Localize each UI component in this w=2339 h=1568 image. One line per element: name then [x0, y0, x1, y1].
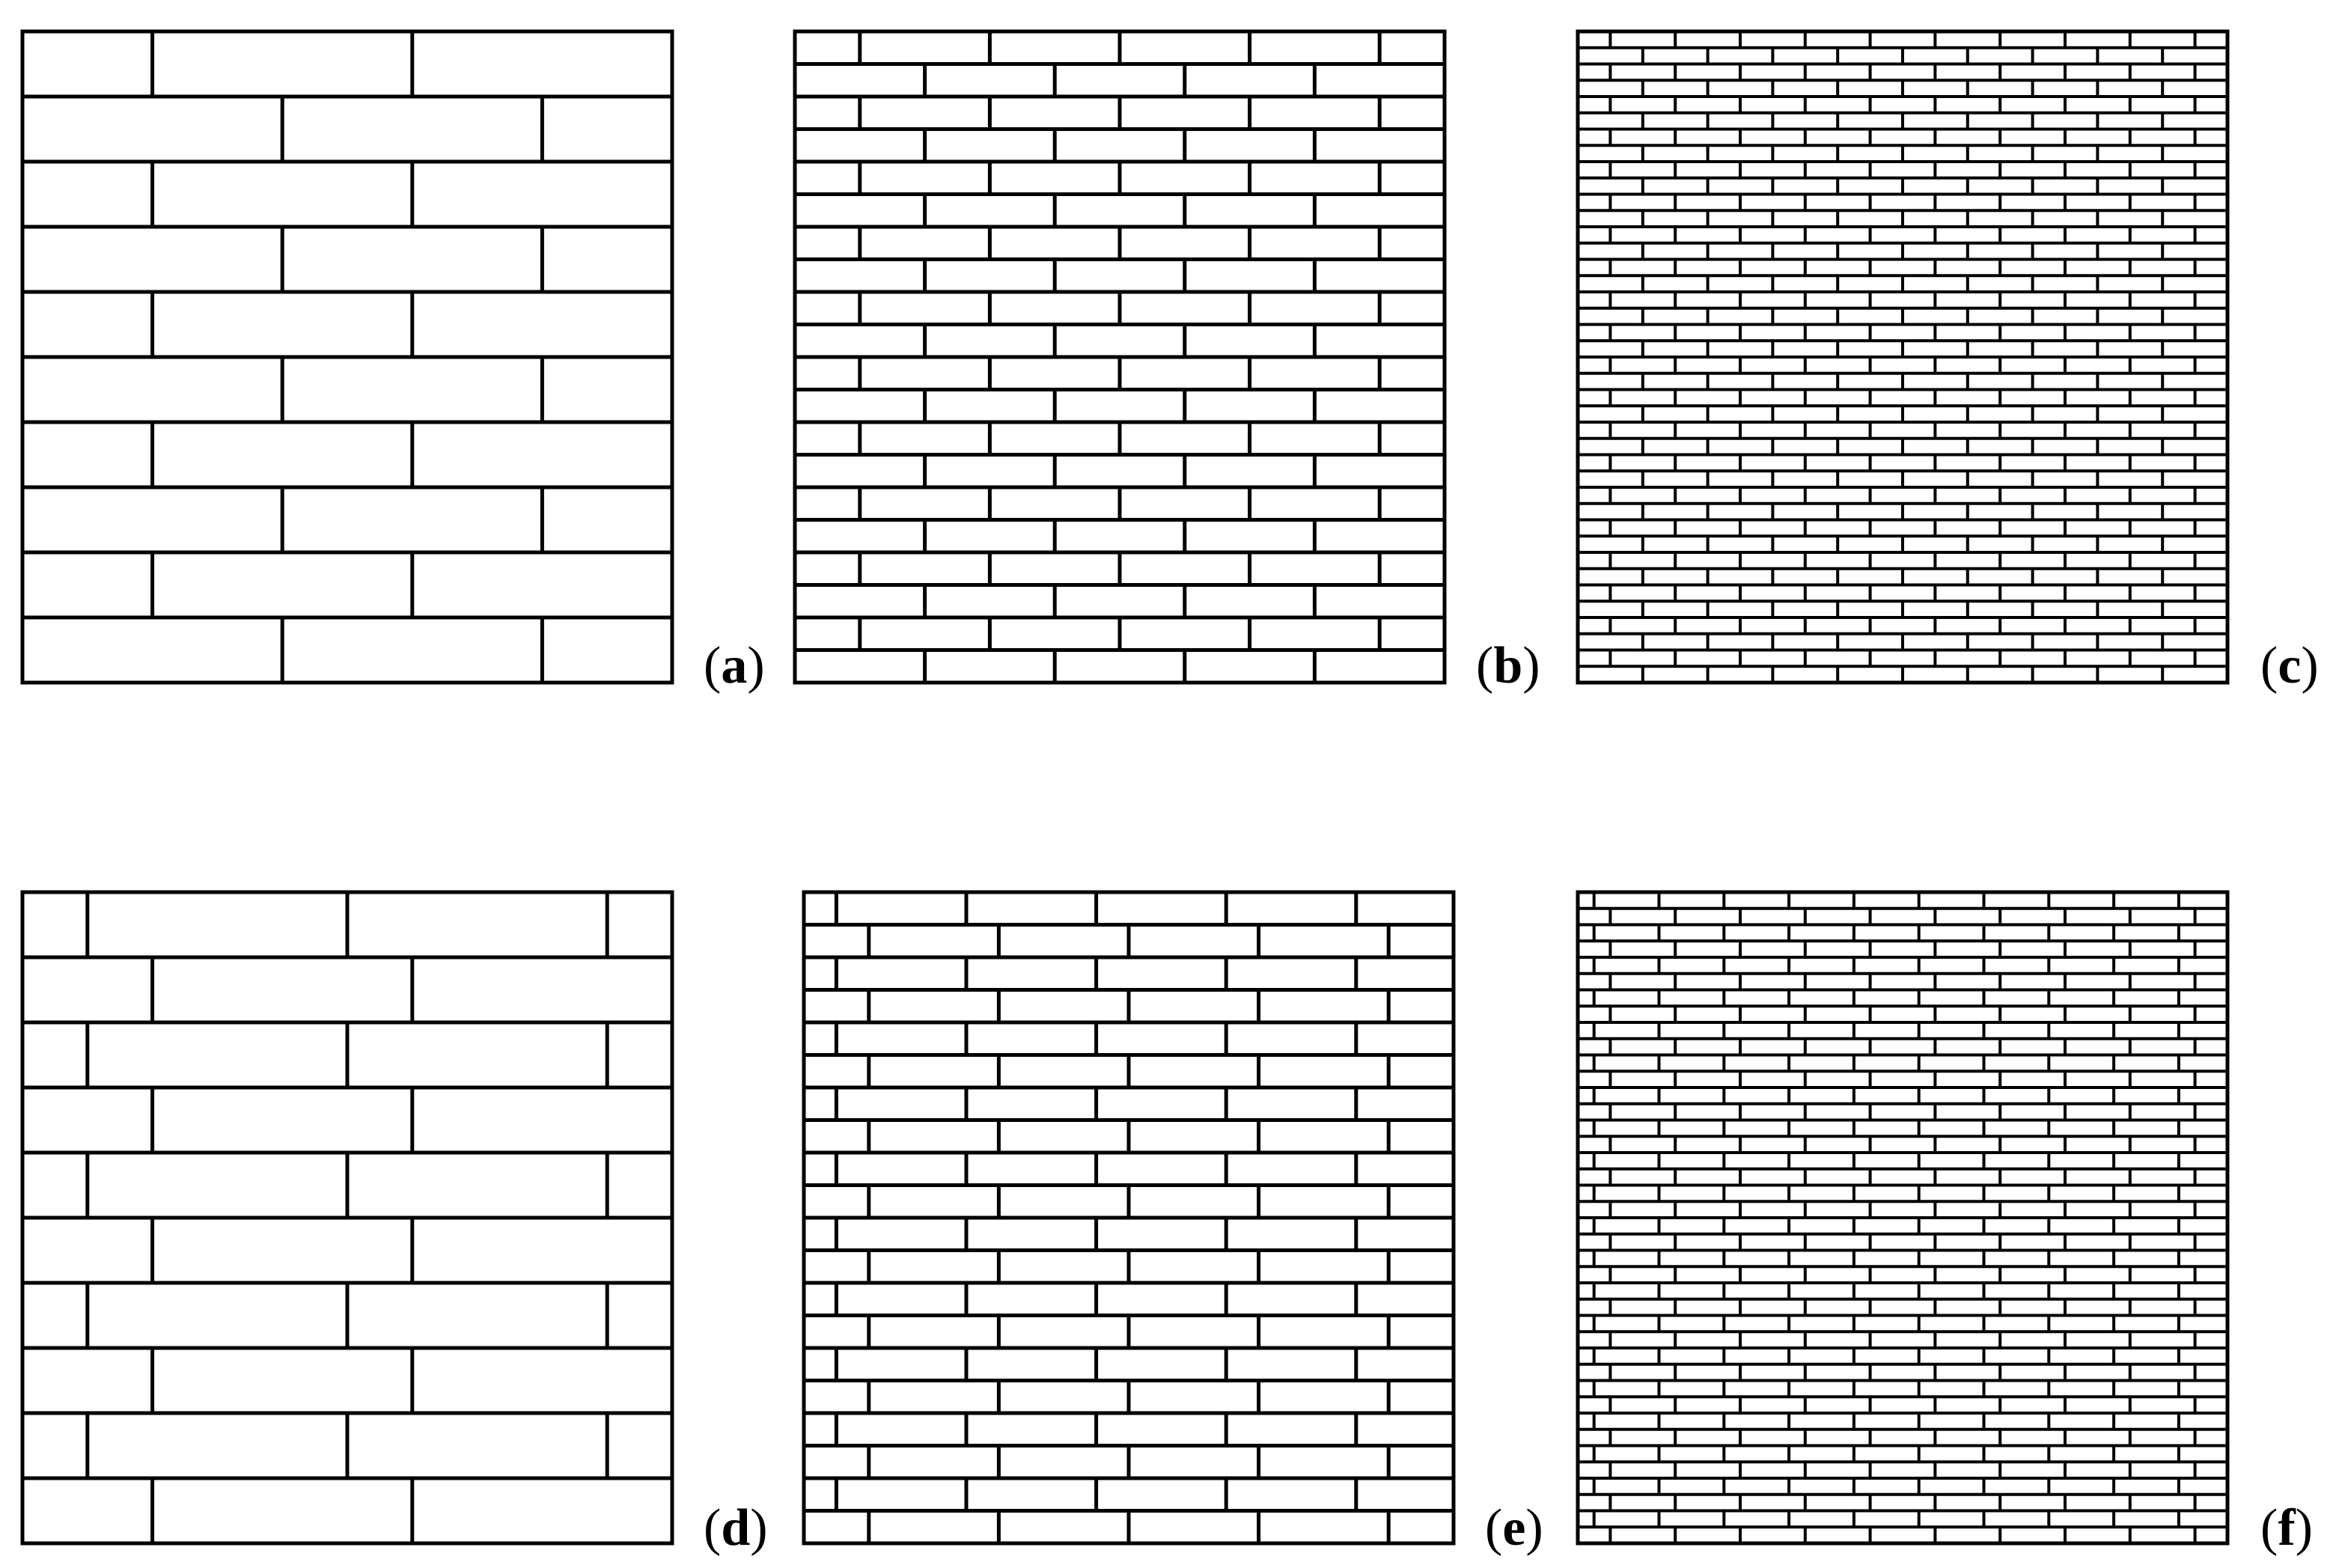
panel-b-brick-wall: [793, 29, 1447, 685]
wall-outline: [802, 890, 1456, 1546]
panel-d-brick-wall: [20, 890, 674, 1546]
panel-label-e: (e): [1485, 1499, 1543, 1557]
panel-a-brick-wall: [20, 29, 674, 685]
wall-outline: [793, 29, 1447, 685]
panel-label-b: (b): [1476, 637, 1540, 695]
panel-label-f: (f): [2260, 1499, 2313, 1557]
panel-label-c: (c): [2260, 637, 2319, 695]
panel-e-brick-wall: [802, 890, 1456, 1546]
panel-label-d: (d): [704, 1499, 768, 1557]
panel-f-brick-wall: [1576, 890, 2230, 1546]
wall-outline: [20, 890, 674, 1546]
wall-outline: [1576, 890, 2230, 1546]
panel-c-brick-wall: [1576, 29, 2230, 685]
wall-outline: [20, 29, 674, 685]
panel-label-a: (a): [704, 637, 765, 695]
wall-outline: [1576, 29, 2230, 685]
